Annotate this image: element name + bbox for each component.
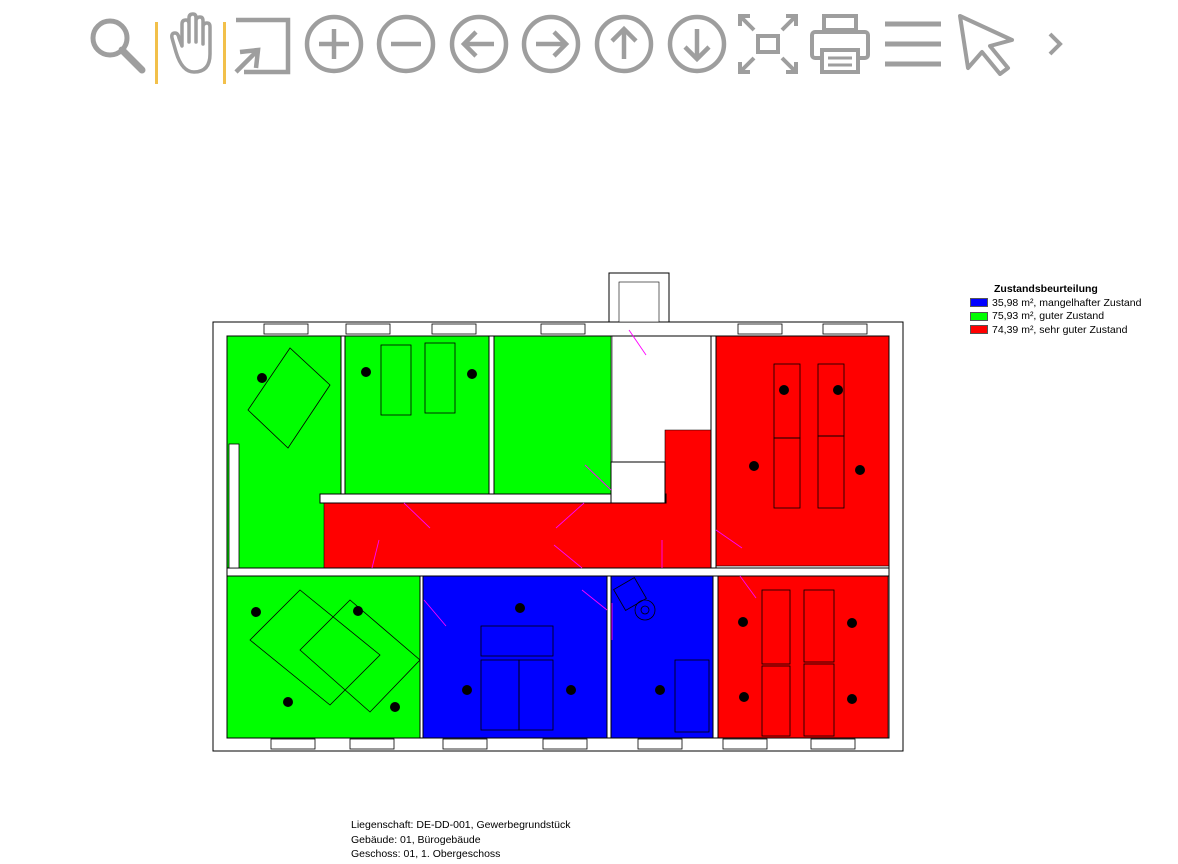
room-blue-south-2[interactable] [610, 575, 714, 739]
menu-icon [885, 21, 941, 67]
room-green-southwest[interactable] [226, 575, 421, 739]
zoom-window-icon [234, 17, 291, 75]
shaft-inner [618, 281, 660, 323]
windows [228, 323, 868, 750]
cursor-icon [958, 14, 1014, 76]
arrow-left-icon [449, 14, 509, 74]
more-tools-button[interactable] [1024, 10, 1088, 78]
legend-label: 75,93 m², guter Zustand [992, 310, 1105, 323]
printer-icon [810, 14, 870, 74]
zoom-out-button[interactable] [374, 10, 438, 78]
legend-item: 75,93 m², guter Zustand [970, 310, 1141, 324]
zoom-window-button[interactable] [228, 10, 292, 78]
pan-down-button[interactable] [665, 10, 729, 78]
pan-left-button[interactable] [447, 10, 511, 78]
room-green-north-1[interactable] [344, 335, 490, 495]
arrow-right-icon [521, 14, 581, 74]
fit-extent-icon [738, 14, 798, 74]
legend-swatch [970, 298, 988, 308]
legend-label: 74,39 m², sehr guter Zustand [992, 323, 1128, 336]
zoom-in-button[interactable] [302, 10, 366, 78]
legend-item: 35,98 m², mangelhafter Zustand [970, 296, 1141, 310]
room-red-southeast[interactable] [717, 575, 889, 739]
select-tool-button[interactable] [954, 10, 1018, 78]
building-line: Gebäude: 01, Bürogebäude [351, 833, 481, 846]
fit-extent-button[interactable] [736, 10, 800, 78]
zoom-out-icon [376, 14, 436, 74]
interior-walls [226, 335, 890, 739]
search-icon [90, 18, 146, 74]
door-swings [371, 329, 757, 640]
room-red-northeast[interactable] [715, 335, 890, 567]
plan-info: Liegenschaft: DE-DD-001, Gewerbegrundstü… [351, 818, 570, 862]
print-button[interactable] [808, 10, 872, 78]
legend: Zustandsbeurteilung 35,98 m², mangelhaft… [970, 283, 1141, 337]
pan-tool-button[interactable] [158, 10, 222, 78]
property-line: Liegenschaft: DE-DD-001, Gewerbegrundstü… [351, 819, 571, 831]
legend-item: 74,39 m², sehr guter Zustand [970, 323, 1141, 337]
arrow-down-icon [667, 14, 727, 74]
zoom-in-icon [304, 14, 364, 74]
legend-title: Zustandsbeurteilung [994, 283, 1098, 295]
furniture [247, 342, 845, 737]
hand-icon [170, 12, 212, 74]
room-blue-south-1[interactable] [422, 575, 608, 739]
room-green-north-2[interactable] [493, 335, 612, 495]
toolbar-separator [155, 22, 158, 84]
legend-label: 35,98 m², mangelhafter Zustand [992, 296, 1142, 309]
legend-swatch [970, 311, 988, 321]
pan-right-button[interactable] [519, 10, 583, 78]
legend-swatch [970, 325, 988, 335]
toolbar-separator [223, 22, 226, 84]
chairs [251, 367, 865, 712]
chevron-right-icon [1048, 32, 1063, 56]
search-tool-button[interactable] [84, 10, 148, 78]
arrow-up-icon [594, 14, 654, 74]
menu-button[interactable] [881, 10, 945, 78]
floor-line: Geschoss: 01, 1. Obergeschoss [351, 848, 501, 860]
pan-up-button[interactable] [592, 10, 656, 78]
